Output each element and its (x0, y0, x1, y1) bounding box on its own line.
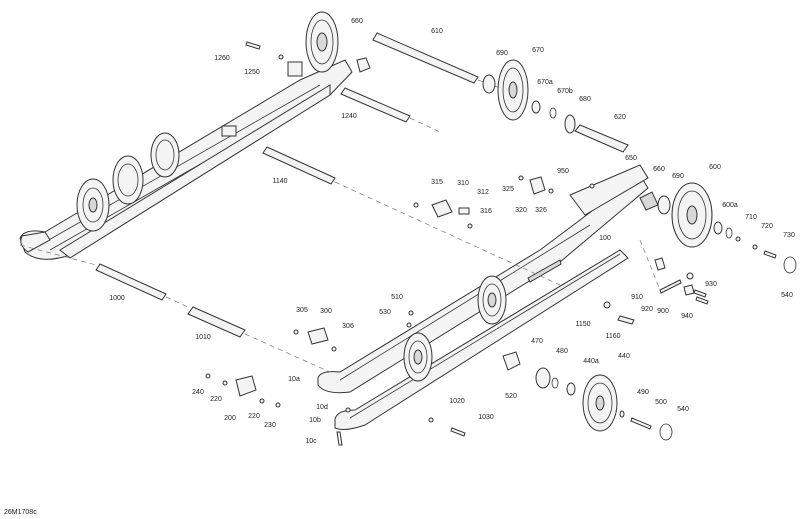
part-callout-1010: 1010 (195, 334, 211, 341)
part-callout-300: 300 (320, 308, 332, 315)
part-callout-900: 900 (657, 308, 669, 315)
shafts (19, 32, 629, 373)
part-callout-950: 950 (557, 168, 569, 175)
part-callout-670a: 670a (537, 79, 553, 86)
drawing-reference-code: 26M1708c (4, 509, 37, 516)
part-callout-930: 930 (705, 281, 717, 288)
part-callout-440: 440 (618, 353, 630, 360)
part-callout-480: 480 (556, 348, 568, 355)
part-callout-326: 326 (535, 207, 547, 214)
part-callout-10d: 10d (316, 404, 328, 411)
callout-labels: 660 610 690 670 670a 670b 680 620 650 1260 1250 124… (109, 18, 795, 445)
part-callout-220b: 220 (248, 413, 260, 420)
part-callout-530: 530 (379, 309, 391, 316)
part-callout-620: 620 (614, 114, 626, 121)
part-callout-310: 310 (457, 180, 469, 187)
part-callout-710: 710 (745, 214, 757, 221)
part-callout-10c: 10c (305, 438, 317, 445)
part-callout-690b: 690 (672, 173, 684, 180)
part-callout-1020: 1020 (449, 398, 465, 405)
part-callout-10a: 10a (288, 376, 300, 383)
part-callout-100: 100 (599, 235, 611, 242)
part-callout-1140: 1140 (272, 178, 287, 185)
part-callout-1260: 1260 (214, 55, 230, 62)
part-callout-1240: 1240 (341, 113, 357, 120)
part-callout-240: 240 (192, 389, 204, 396)
part-callout-600: 600 (709, 164, 721, 171)
part-callout-670: 670 (532, 47, 544, 54)
part-callout-660a: 660 (351, 18, 363, 25)
part-callout-610: 610 (431, 28, 443, 35)
part-callout-690a: 690 (496, 50, 508, 57)
part-callout-305: 305 (296, 307, 308, 314)
part-callout-500: 500 (655, 399, 667, 406)
part-callout-1160: 1160 (605, 333, 620, 340)
part-callout-510: 510 (391, 294, 403, 301)
part-callout-670b: 670b (557, 88, 573, 95)
part-callout-1150: 1150 (575, 321, 590, 328)
part-callout-10b: 10b (309, 417, 321, 424)
part-callout-440a: 440a (583, 358, 599, 365)
part-callout-315: 315 (431, 179, 443, 186)
part-callout-720: 720 (761, 223, 773, 230)
part-callout-910: 910 (631, 294, 643, 301)
part-callout-1250: 1250 (244, 69, 260, 76)
part-callout-600a: 600a (722, 202, 738, 209)
part-callout-316: 316 (480, 208, 492, 215)
part-callout-200: 200 (224, 415, 236, 422)
part-callout-490: 490 (637, 389, 649, 396)
part-callout-306: 306 (342, 323, 354, 330)
part-callout-540a: 540 (781, 292, 793, 299)
front-idler-assembly (639, 182, 797, 274)
part-callout-312: 312 (477, 189, 489, 196)
small-hardware (205, 41, 709, 446)
part-callout-320: 320 (515, 207, 527, 214)
part-callout-1000: 1000 (109, 295, 125, 302)
part-callout-920: 920 (641, 306, 653, 313)
part-callout-230: 230 (264, 422, 276, 429)
right-rail (317, 164, 649, 430)
part-callout-325: 325 (502, 186, 514, 193)
upper-idler-assembly (482, 59, 576, 134)
rear-idler-assembly (502, 351, 673, 441)
part-callout-220a: 220 (210, 396, 222, 403)
part-callout-520: 520 (505, 393, 517, 400)
part-callout-940: 940 (681, 313, 693, 320)
part-callout-1030: 1030 (478, 414, 494, 421)
left-rail (19, 11, 353, 260)
part-callout-730: 730 (783, 232, 795, 239)
part-callout-470: 470 (531, 338, 543, 345)
part-callout-680: 680 (579, 96, 591, 103)
part-callout-650: 650 (625, 155, 637, 162)
part-callout-540b: 540 (677, 406, 689, 413)
part-callout-660b: 660 (653, 166, 665, 173)
